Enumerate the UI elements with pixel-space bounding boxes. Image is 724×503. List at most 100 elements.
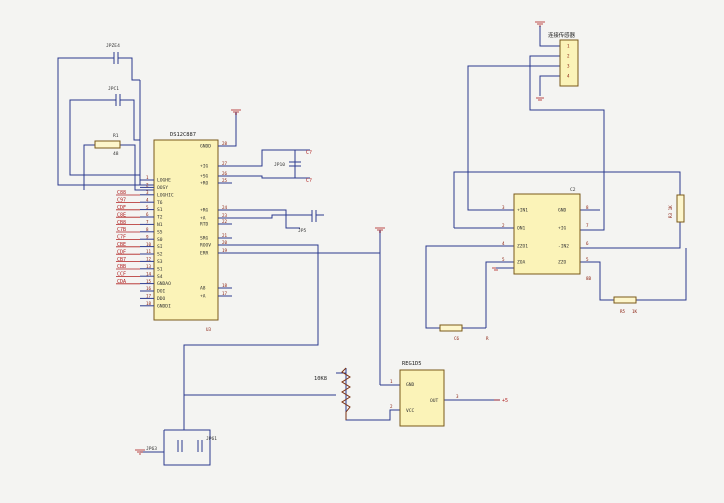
u2-left-pin-label: +IN1	[517, 208, 528, 214]
u1-left-pin-number: 13	[146, 264, 152, 269]
u1-right-pin-number: 21	[222, 233, 228, 238]
u2-bottom-number: 8B	[586, 276, 592, 281]
u1-left-pin-label: T6	[157, 200, 163, 206]
u1-right-pin-label: A8	[200, 286, 206, 292]
left-net-label: CCF	[117, 272, 126, 278]
u1-left-pin-label: S5	[157, 229, 163, 235]
u1-left-pin-number: 6	[146, 212, 149, 217]
left-net-label: CDF	[117, 205, 126, 211]
capacitor-icon	[304, 210, 324, 222]
regulator-gnd-label: GND	[406, 382, 415, 388]
u1-left-pin-number: 1	[146, 175, 149, 180]
u1-right-pin-number: 22	[222, 219, 228, 224]
u1-right-pin-number: 24	[222, 205, 228, 210]
u1-left-pin-label: LOGHE	[157, 178, 171, 184]
u1-left-pin-number: 12	[146, 257, 152, 262]
u1-left-pin-label: S1	[157, 266, 163, 272]
sensor-connector-pin-number: 1	[567, 44, 570, 49]
bottom-cap-right-label: JP61	[206, 436, 217, 442]
left-net-label: CBB	[117, 264, 126, 270]
u1-right-pin-label: +A	[200, 216, 206, 222]
u1-left-pin-label: S3	[157, 259, 163, 265]
capacitor-icon	[289, 161, 301, 167]
u1-left-pin-number: 5	[146, 205, 149, 210]
capacitor-icon	[108, 94, 128, 106]
u1-left-pin-number: 18	[146, 301, 152, 306]
u1-left-pin-number: 17	[146, 294, 152, 299]
u1-chip-body	[153, 139, 219, 321]
left-net-label: CDF	[117, 249, 126, 255]
u1-right-pins: 28GNDD27+IG26+SG25+RO24+RG23+A22RTD21SRG…	[200, 141, 232, 300]
left-net-label: C8E	[117, 212, 126, 218]
resistor-right-vertical	[676, 194, 685, 223]
potentiometer-label: 10K8	[314, 376, 327, 382]
left-net-label: CB8	[117, 220, 126, 226]
capacitor-icon	[177, 440, 183, 452]
regulator-vin-label: VCC	[406, 408, 415, 414]
resistor-r1	[94, 140, 121, 149]
u1-left-pin-number: 7	[146, 220, 149, 225]
u1-right-pin-label: RTD	[200, 222, 209, 228]
resistor-bottom-right-value: 1K	[632, 309, 638, 314]
u1-left-pin-label: N1	[157, 222, 163, 228]
u1-left-pin-label: GNDDI	[157, 303, 171, 309]
u1-left-pin-label: OOSY	[157, 185, 168, 191]
u1-right-pin-label: +RG	[200, 208, 209, 214]
regulator-pin2: 2	[390, 404, 393, 409]
u2-right-pin-label: ZZO	[558, 260, 567, 266]
u2-right-pin-label: -IN2	[558, 244, 569, 250]
capacitor-icon	[105, 52, 128, 64]
u1-left-pin-number: 15	[146, 279, 152, 284]
cap-top1-label: JPZE4	[106, 43, 120, 49]
potentiometer-icon	[341, 367, 351, 420]
u1-right-pin-label: ERR	[200, 251, 209, 257]
u1-right-pin-number: 23	[222, 213, 228, 218]
ground-icon	[536, 97, 544, 101]
sensor-connector-body	[559, 39, 579, 87]
u2-chip-body	[513, 193, 581, 275]
regulator-pin1: 1	[390, 379, 393, 384]
resistor-bottom-right-name: R5	[620, 309, 626, 314]
u1-right-pin-number: 26	[222, 171, 228, 176]
u1-designator: U3	[206, 327, 212, 332]
u1-right-pin-label: +IG	[200, 164, 209, 170]
u1-left-pin-number: 11	[146, 249, 152, 254]
u1-left-pin-label: S4	[157, 274, 163, 280]
u1-left-pin-label: S0	[157, 237, 163, 243]
u1-right-pin-number: 17	[222, 291, 228, 296]
left-net-label: CB7	[117, 257, 126, 263]
sensor-connector-pin-number: 3	[567, 64, 570, 69]
u1-right-pin-label: +SG	[200, 174, 209, 180]
u1-left-pin-label: LOGHIC	[157, 192, 174, 198]
u1-left-pin-label: S2	[157, 252, 163, 258]
regulator-out-label: OUT	[430, 398, 439, 404]
bottom-cap-left-label: JP63	[146, 446, 157, 452]
u1-left-pin-label: T2	[157, 215, 163, 221]
right-wires	[425, 26, 687, 329]
u1-right-pin-label: SRG	[200, 236, 209, 242]
u1-left-pin-number: 14	[146, 271, 152, 276]
u1-left-pin-label: DOI	[157, 289, 166, 295]
cap-mid-right-label: JP10	[274, 162, 285, 168]
u2-left-pin-label: ZZO1	[517, 244, 528, 250]
u2-left-pin-label: ZOA	[517, 260, 526, 266]
u1-right-pin-number: 18	[222, 283, 228, 288]
u1-right-pin-number: 27	[222, 161, 228, 166]
u1-right-pin-number: 19	[222, 248, 228, 253]
u1-left-pin-number: 16	[146, 286, 152, 291]
cap-small-label: JP5	[298, 228, 307, 234]
resistor-bottom-right	[613, 296, 637, 304]
u1-left-pins: 1LOGHE2OOSY3LOGHIC4T65S16T27N18S59S010SI…	[140, 175, 174, 309]
u2-right-pin-number: 8	[586, 205, 589, 210]
u1-right-pin-number: 20	[222, 240, 228, 245]
sensor-connector-pin-number: 2	[567, 54, 570, 59]
u1-right-pin-number: 25	[222, 178, 228, 183]
u2-right-pin-label: +IG	[558, 226, 567, 232]
u1-left-pin-number: 9	[146, 234, 149, 239]
u1-left-pin-number: 4	[146, 197, 149, 202]
